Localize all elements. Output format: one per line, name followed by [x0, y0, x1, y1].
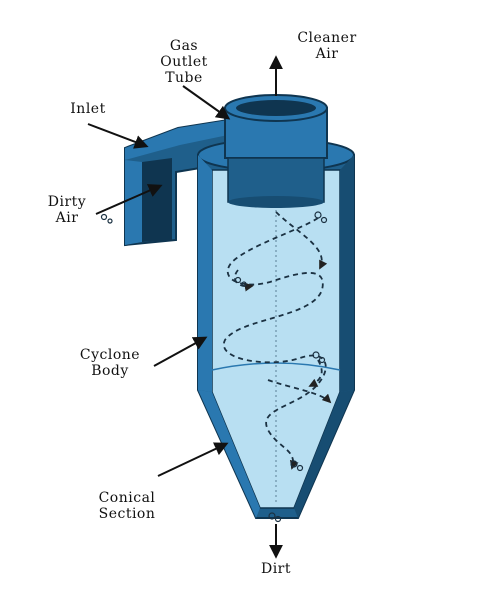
gas-outlet-tube-pointer — [182, 85, 231, 120]
dirt-particles — [100, 211, 328, 523]
dirt-label: Dirt — [260, 561, 292, 577]
dirty-air-pointer — [95, 184, 163, 215]
cyclone-body-pointer — [153, 336, 208, 367]
gas-outlet-tube — [224, 94, 328, 208]
gas-outlet-tube-label: Gas Outlet Tube — [160, 38, 208, 86]
conical-section-label: Conical Section — [98, 490, 156, 522]
cyclone-body-label: Cyclone Body — [79, 347, 141, 379]
conical-section-pointer — [157, 442, 229, 477]
cleaner-air-label: Cleaner Air — [297, 30, 357, 62]
inlet-pointer — [87, 123, 149, 149]
inlet-label: Inlet — [70, 101, 106, 117]
dirty-air-label: Dirty Air — [47, 194, 87, 226]
